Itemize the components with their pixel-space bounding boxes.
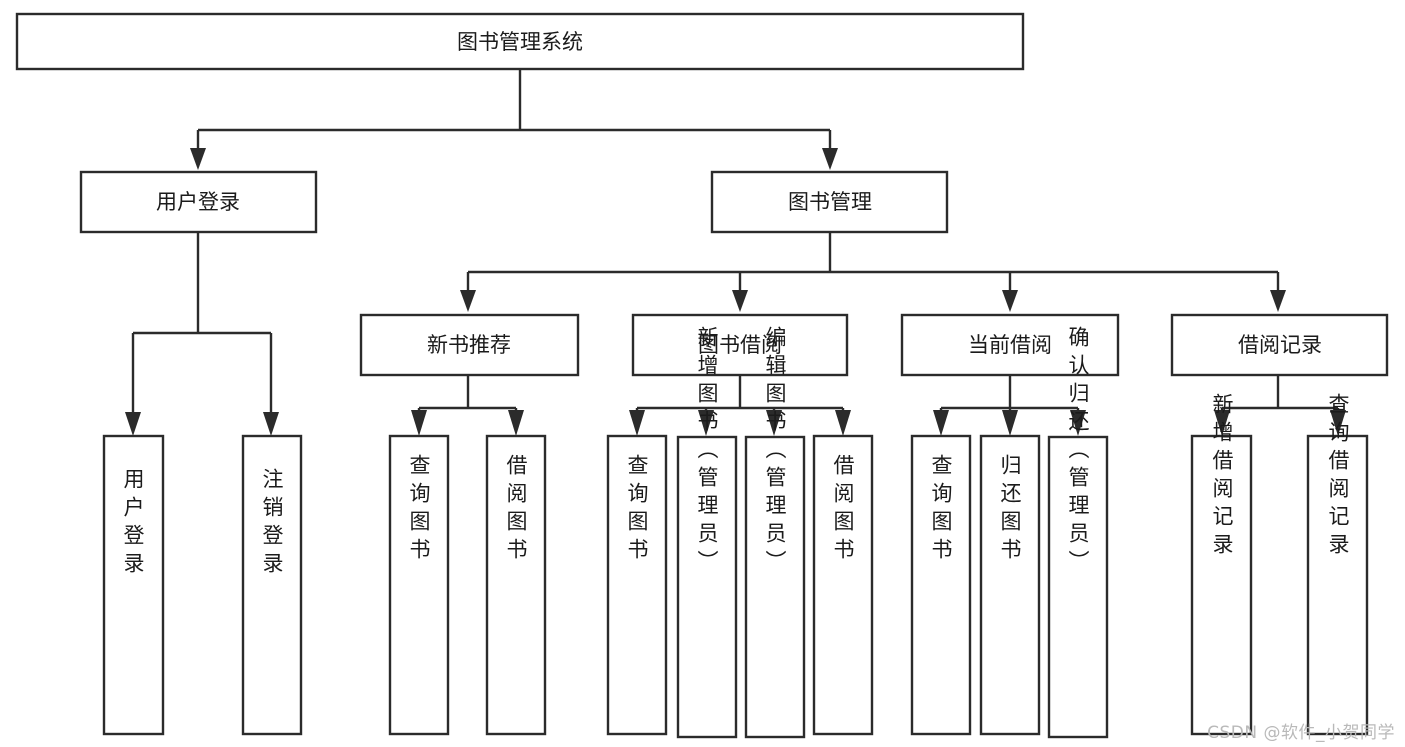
arrow-head-icon: [835, 410, 851, 436]
edge-group-root: [190, 70, 838, 170]
node-leaf-borrow-book-2-label: 借阅图书: [831, 454, 855, 566]
arrow-head-icon: [629, 410, 645, 436]
node-leaf-query-book-1[interactable]: 查询图书: [388, 434, 450, 736]
node-leaf-query-book-1-label: 查询图书: [407, 454, 431, 566]
node-book-management-label: 图书管理: [788, 190, 872, 214]
edge-group-borrow-record: [1214, 375, 1346, 436]
node-book-borrow[interactable]: 图书借阅: [631, 313, 849, 377]
node-user-login-label: 用户登录: [156, 190, 240, 214]
node-leaf-query-book-2-label: 查询图书: [625, 454, 649, 566]
node-leaf-query-book-3-label: 查询图书: [929, 454, 953, 566]
edge-group-user-login: [125, 233, 279, 436]
edge-group-book-manage: [460, 233, 1286, 312]
arrow-head-icon: [508, 410, 524, 436]
node-leaf-borrow-book-1[interactable]: 借阅图书: [485, 434, 547, 736]
arrow-head-icon: [263, 412, 279, 436]
arrow-head-icon: [1002, 410, 1018, 436]
node-leaf-borrow-book-1-label: 借阅图书: [504, 454, 528, 566]
node-leaf-query-borrow-record-label: 查询借阅记录: [1326, 393, 1350, 561]
node-book-borrow-label: 图书借阅: [698, 333, 782, 357]
node-current-borrow[interactable]: 当前借阅: [900, 313, 1120, 377]
node-leaf-logout[interactable]: 注销登录: [241, 434, 303, 736]
node-book-management[interactable]: 图书管理: [710, 170, 949, 234]
arrow-head-icon: [698, 410, 714, 436]
node-root-label: 图书管理系统: [457, 30, 583, 54]
node-new-book-recommend-label: 新书推荐: [427, 333, 511, 357]
node-leaf-edit-book-admin-label: 编辑图书（管理员）: [763, 326, 787, 578]
node-borrow-record[interactable]: 借阅记录: [1170, 313, 1389, 377]
node-borrow-record-label: 借阅记录: [1238, 333, 1322, 357]
arrow-head-icon: [190, 148, 206, 170]
arrow-head-icon: [411, 410, 427, 436]
node-leaf-confirm-return-admin-label: 确认归还（管理员）: [1066, 326, 1090, 578]
edge-group-new-book: [411, 375, 524, 436]
arrow-head-icon: [732, 290, 748, 312]
node-leaf-edit-book-admin[interactable]: 编辑图书（管理员）: [744, 326, 806, 739]
node-leaf-borrow-book-2[interactable]: 借阅图书: [812, 434, 874, 736]
arrow-head-icon: [1002, 290, 1018, 312]
node-leaf-query-book-3[interactable]: 查询图书: [910, 434, 972, 736]
edge-group-current-borrow: [933, 375, 1086, 436]
node-user-login[interactable]: 用户登录: [79, 170, 318, 234]
edge-group-book-borrow: [629, 375, 851, 436]
node-leaf-add-borrow-record-label: 新增借阅记录: [1210, 393, 1234, 561]
node-leaf-return-book-label: 归还图书: [998, 454, 1022, 566]
node-leaf-logout-label: 注销登录: [260, 468, 284, 580]
node-leaf-user-login[interactable]: 用户登录: [102, 434, 165, 736]
arrow-head-icon: [1070, 410, 1086, 436]
arrow-head-icon: [125, 412, 141, 436]
node-leaf-user-login-label: 用户登录: [121, 468, 145, 580]
node-leaf-add-borrow-record[interactable]: 新增借阅记录: [1190, 393, 1253, 736]
arrow-head-icon: [766, 410, 782, 436]
arrow-head-icon: [822, 148, 838, 170]
node-leaf-add-book-admin[interactable]: 新增图书（管理员）: [676, 326, 738, 739]
arrow-head-icon: [1270, 290, 1286, 312]
arrow-head-icon: [460, 290, 476, 312]
node-leaf-return-book[interactable]: 归还图书: [979, 434, 1041, 736]
node-leaf-query-borrow-record[interactable]: 查询借阅记录: [1306, 393, 1369, 736]
arrow-head-icon: [1330, 410, 1346, 436]
arrow-head-icon: [1214, 410, 1230, 436]
node-leaf-confirm-return-admin[interactable]: 确认归还（管理员）: [1047, 326, 1109, 739]
node-new-book-recommend[interactable]: 新书推荐: [359, 313, 580, 377]
node-leaf-query-book-2[interactable]: 查询图书: [606, 434, 668, 736]
node-leaf-add-book-admin-label: 新增图书（管理员）: [695, 326, 719, 578]
node-current-borrow-label: 当前借阅: [968, 333, 1052, 357]
node-root[interactable]: 图书管理系统: [15, 12, 1025, 71]
csdn-watermark: CSDN @软件_小贺同学: [1207, 723, 1395, 743]
arrow-head-icon: [933, 410, 949, 436]
